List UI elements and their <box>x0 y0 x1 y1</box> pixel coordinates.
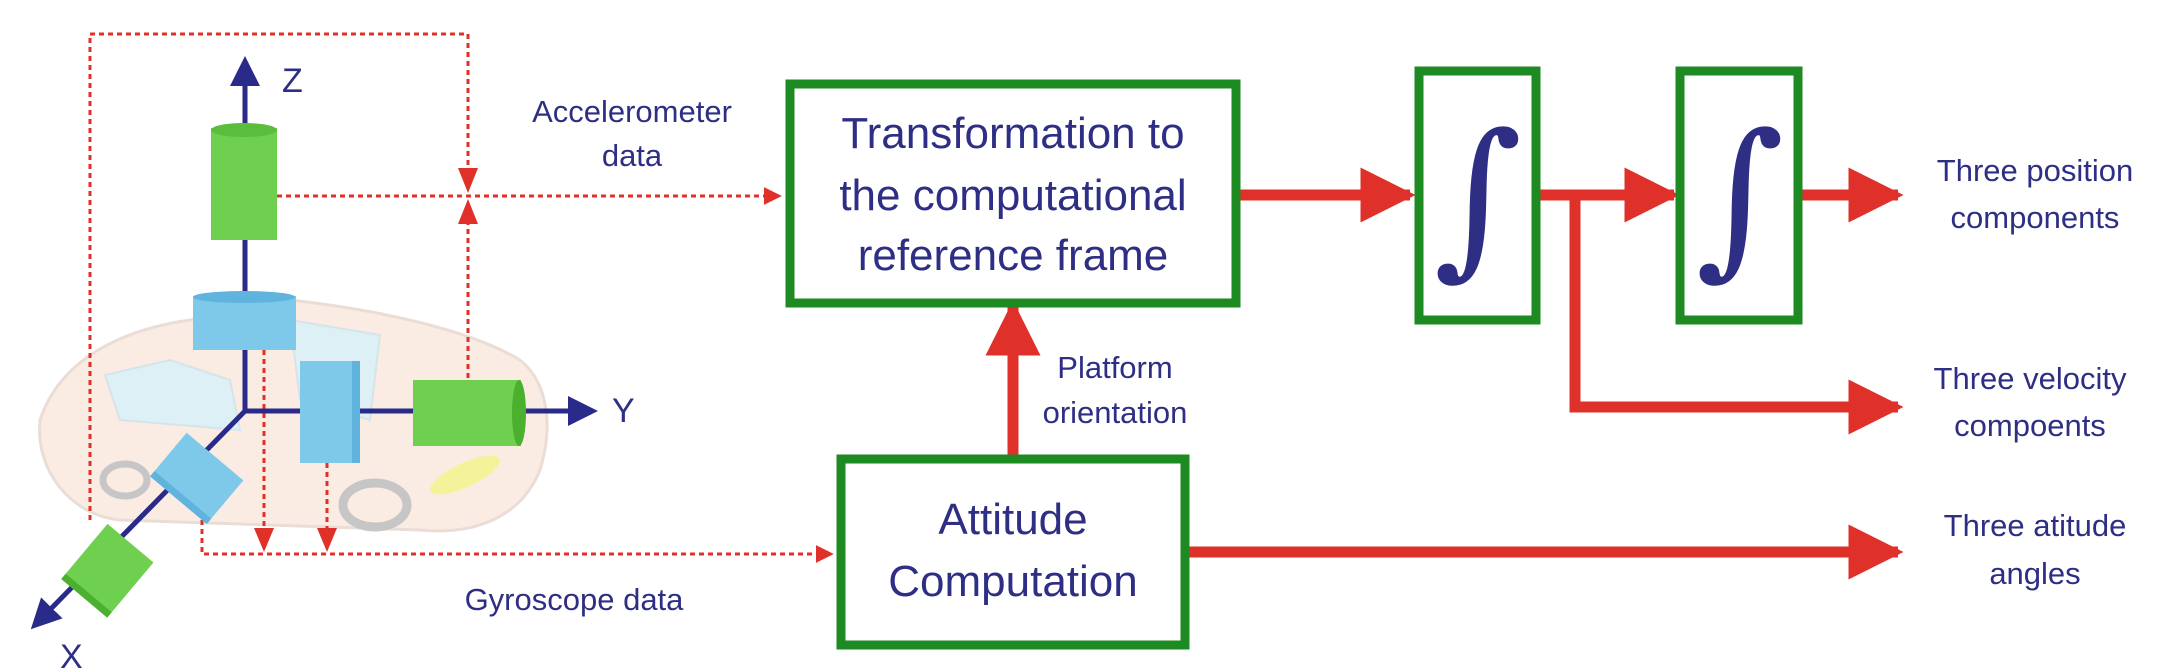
gyroscope-x <box>150 432 244 524</box>
x-axis-label: X <box>60 638 83 670</box>
attitude-computation-box: Attitude Computation <box>836 454 1190 650</box>
transformation-text-1: Transformation to <box>841 109 1184 158</box>
data-flow-arrows <box>985 167 1904 580</box>
position-output-label-line2: components <box>1951 200 2120 235</box>
accelerometer-label-line2: data <box>602 138 663 173</box>
accelerometer-z <box>211 123 277 240</box>
attitude-text-2: Computation <box>888 557 1137 606</box>
platform-orientation-label-line2: orientation <box>1043 395 1188 430</box>
attitude-output-label: Three atitude <box>1944 508 2127 543</box>
z-axis-label: Z <box>282 62 303 100</box>
accelerometer-y <box>413 380 526 446</box>
attitude-output-label-line2: angles <box>1989 556 2080 591</box>
transformation-box: Transformation to the computational refe… <box>785 79 1241 308</box>
x-axis-arrow <box>30 409 247 630</box>
integral-icon: ∫ <box>1696 98 1785 296</box>
transformation-text-3: reference frame <box>858 231 1169 280</box>
transformation-text-2: the computational <box>839 171 1186 220</box>
accelerometer-label: Accelerometer <box>532 94 732 129</box>
attitude-text-1: Attitude <box>938 495 1087 544</box>
integral-icon: ∫ <box>1434 98 1523 296</box>
position-output-label: Three position <box>1937 153 2133 188</box>
velocity-output-label-line2: compoents <box>1954 408 2106 443</box>
gyroscope-label: Gyroscope data <box>465 582 685 617</box>
sensor-signal-lines <box>88 32 834 563</box>
gyroscope-z <box>193 291 296 350</box>
platform-orientation-label: Platform <box>1057 350 1172 385</box>
accelerometer-x <box>61 523 154 618</box>
velocity-output-label: Three velocity <box>1934 361 2127 396</box>
gyroscope-y <box>300 361 360 463</box>
y-axis-label: Y <box>612 392 635 430</box>
integrator-1: ∫ <box>1414 66 1541 325</box>
integrator-2: ∫ <box>1675 66 1803 325</box>
